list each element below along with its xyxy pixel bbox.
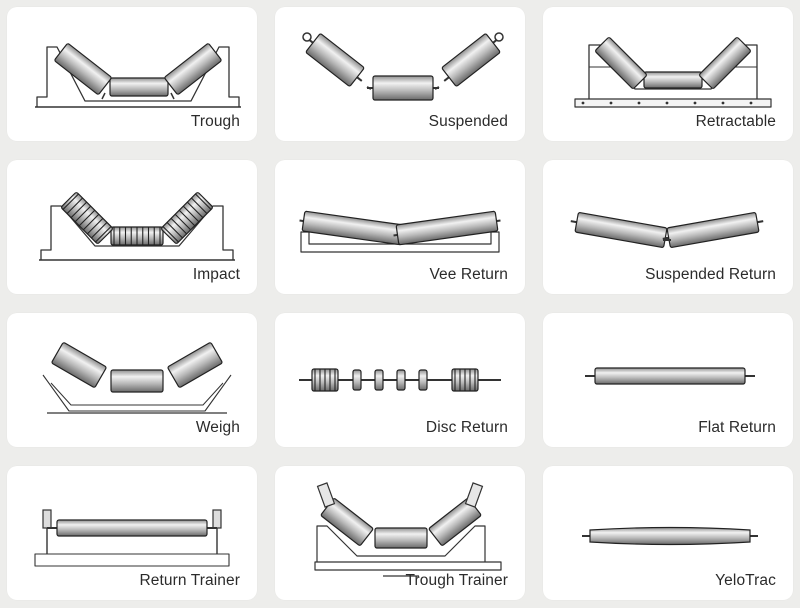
card-label: Disc Return <box>425 419 508 436</box>
yelotrac-idler-icon <box>582 526 758 546</box>
weigh-idler-icon <box>42 342 232 414</box>
card-trough-trainer[interactable]: Trough Trainer <box>275 466 525 600</box>
card-label: Suspended <box>428 113 508 130</box>
card-label: YeloTrac <box>715 572 776 589</box>
suspended-return-idler-icon <box>570 212 764 248</box>
impact-idler-icon <box>39 192 235 261</box>
card-label: Retractable <box>695 113 776 130</box>
card-label: Trough <box>190 113 240 130</box>
retractable-idler-icon <box>574 37 772 108</box>
card-retractable[interactable]: Retractable <box>543 7 793 141</box>
card-weigh[interactable]: Weigh <box>7 313 257 447</box>
card-label: Impact <box>192 266 240 283</box>
card-label: Flat Return <box>698 419 776 436</box>
card-suspended[interactable]: Suspended <box>275 7 525 141</box>
card-return-trainer[interactable]: Return Trainer <box>7 466 257 600</box>
card-label: Return Trainer <box>139 572 240 589</box>
card-label: Trough Trainer <box>405 572 508 589</box>
card-flat-return[interactable]: Flat Return <box>543 313 793 447</box>
card-label: Vee Return <box>429 266 508 283</box>
return-trainer-idler-icon <box>34 509 230 567</box>
trough-idler-icon <box>35 43 241 108</box>
disc-return-idler-icon <box>299 368 501 392</box>
card-suspended-return[interactable]: Suspended Return <box>543 160 793 294</box>
vee-return-idler-icon <box>299 210 501 253</box>
card-label: Weigh <box>195 419 240 436</box>
card-yelotrac[interactable]: YeloTrac <box>543 466 793 600</box>
suspended-idler-icon <box>302 32 504 101</box>
flat-return-idler-icon <box>585 367 755 385</box>
trough-trainer-idler-icon <box>314 482 502 577</box>
card-label: Suspended Return <box>645 266 776 283</box>
card-disc-return[interactable]: Disc Return <box>275 313 525 447</box>
card-impact[interactable]: Impact <box>7 160 257 294</box>
card-vee-return[interactable]: Vee Return <box>275 160 525 294</box>
card-trough[interactable]: Trough <box>7 7 257 141</box>
